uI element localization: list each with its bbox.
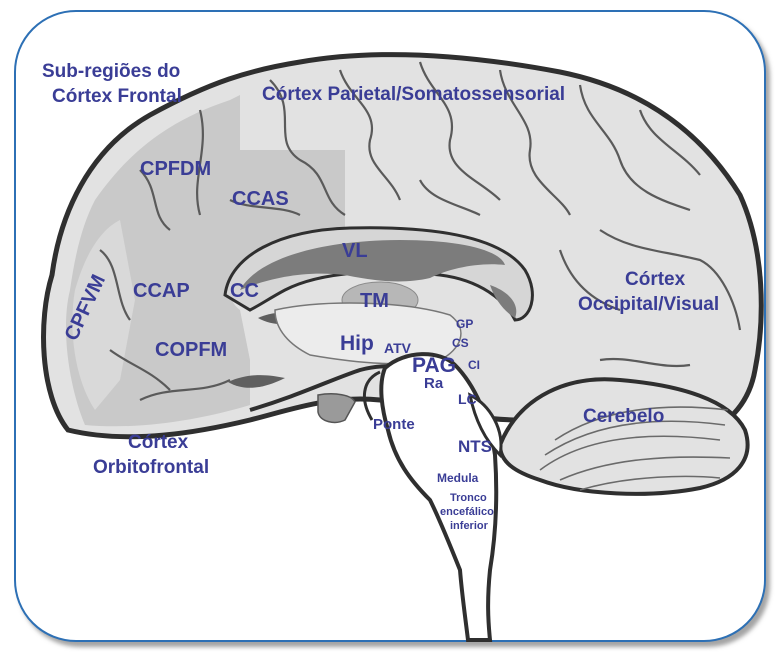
- label-ccap: CCAP: [133, 280, 190, 302]
- label-tronco-1: Tronco: [450, 492, 487, 504]
- label-atv: ATV: [384, 340, 412, 356]
- label-tm: TM: [360, 290, 389, 312]
- label-parietal: Córtex Parietal/Somatossensorial: [262, 84, 565, 105]
- label-tronco-3: inferior: [450, 520, 489, 532]
- label-cs: CS: [452, 336, 469, 350]
- label-ra: Ra: [424, 375, 444, 392]
- label-ponte: Ponte: [373, 416, 415, 433]
- label-frontal-subregions-2: Córtex Frontal: [52, 86, 182, 107]
- label-nts: NTS: [458, 437, 492, 456]
- label-cerebelo: Cerebelo: [583, 406, 664, 427]
- label-ccas: CCAS: [232, 188, 289, 210]
- label-orbitofrontal-2: Orbitofrontal: [93, 457, 209, 478]
- label-occipital-1: Córtex: [625, 269, 686, 290]
- label-hip: Hip: [340, 332, 374, 355]
- label-gp: GP: [456, 317, 473, 331]
- label-copfm: COPFM: [155, 339, 227, 361]
- label-pag: PAG: [412, 354, 456, 377]
- label-ci: CI: [468, 358, 480, 372]
- label-orbitofrontal-1: Córtex: [128, 432, 189, 453]
- label-occipital-2: Occipital/Visual: [578, 294, 719, 315]
- amygdala-patch: [318, 394, 355, 423]
- label-tronco-2: encefálico: [440, 506, 494, 518]
- label-frontal-subregions-1: Sub-regiões do: [42, 61, 180, 82]
- label-lc: LC: [458, 391, 477, 407]
- label-cc: CC: [230, 280, 259, 302]
- label-vl: VL: [342, 240, 368, 262]
- label-medula: Medula: [437, 471, 479, 485]
- label-cpfdm: CPFDM: [140, 158, 211, 180]
